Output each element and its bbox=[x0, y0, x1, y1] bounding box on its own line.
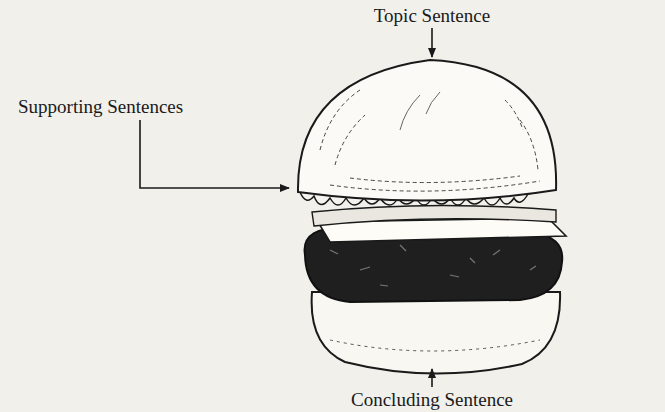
topic-arrow bbox=[431, 28, 433, 57]
bun-highlight bbox=[400, 92, 440, 130]
bottom-bun bbox=[312, 292, 560, 374]
top-bun bbox=[298, 60, 556, 201]
supporting-arrow bbox=[140, 120, 289, 188]
supporting-label: Supporting Sentences bbox=[18, 96, 183, 117]
concluding-label: Concluding Sentence bbox=[351, 389, 513, 410]
tomato-slice bbox=[312, 205, 556, 226]
bun-shading bbox=[330, 340, 540, 351]
topic-label: Topic Sentence bbox=[374, 5, 490, 26]
patty-texture bbox=[330, 245, 536, 286]
bun-hatching bbox=[320, 90, 540, 191]
concluding-arrow bbox=[431, 369, 433, 387]
